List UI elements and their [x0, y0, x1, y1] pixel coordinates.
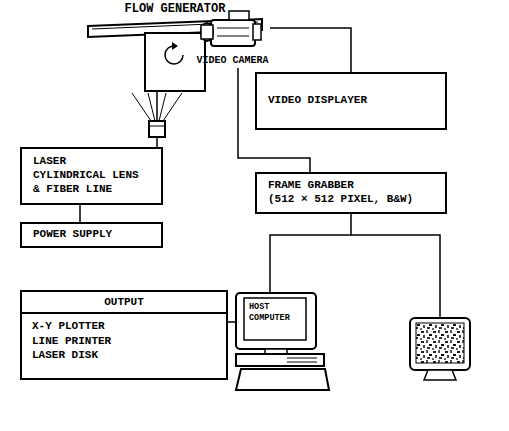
monitor-housing	[410, 318, 470, 370]
drawing-part	[236, 369, 329, 390]
box-label: POWER SUPPLY	[33, 228, 150, 242]
box-label: LASER CYLINDRICAL LENS & FIBER LINE	[33, 155, 142, 196]
drawing-part	[236, 354, 324, 366]
signal-line	[270, 28, 351, 72]
drawing-part	[217, 28, 249, 29]
monitor-screen-image	[416, 323, 464, 363]
drawing-part	[201, 25, 213, 39]
box-body: X-Y PLOTTER LINE PRINTER LASER DISK	[22, 314, 125, 367]
process-box: VIDEO DISPLAYER	[255, 72, 447, 130]
drawing-part	[229, 11, 249, 20]
drawing-part	[145, 33, 205, 91]
light-ray	[148, 93, 155, 121]
lens-line	[149, 126, 165, 127]
drawing-part	[211, 20, 255, 46]
monitor-stand	[424, 370, 456, 380]
process-box: LASER CYLINDRICAL LENS & FIBER LINE	[20, 147, 163, 205]
drawing-part	[253, 24, 261, 40]
output-box: OUTPUTX-Y PLOTTER LINE PRINTER LASER DIS…	[20, 290, 228, 380]
drawing-part	[287, 358, 317, 359]
drawing-part	[287, 362, 317, 363]
video-camera: VIDEO CAMERA	[195, 6, 270, 68]
box-label: VIDEO DISPLAYER	[268, 94, 434, 108]
process-box: FRAME GRABBER(512 × 512 PIXEL, B&W)	[255, 172, 447, 214]
signal-line	[156, 92, 158, 147]
box-heading: OUTPUT	[22, 292, 226, 314]
signal-line	[79, 205, 81, 222]
drawing-part	[201, 23, 213, 41]
signal-line	[228, 321, 235, 323]
light-ray	[132, 93, 151, 121]
signal-line	[270, 214, 351, 292]
monitor-wire	[351, 235, 440, 318]
host-computer: HOST COMPUTER	[235, 292, 330, 392]
process-box: POWER SUPPLY	[20, 222, 163, 248]
light-rays	[132, 93, 182, 121]
screen-label: HOST COMPUTER	[249, 302, 290, 323]
drawing-part	[244, 298, 306, 340]
drawing-part	[217, 36, 249, 37]
box-label: FRAME GRABBER	[268, 179, 434, 193]
box-spec: (512 × 512 PIXEL, B&W)	[268, 193, 434, 207]
drawing-part	[236, 293, 316, 349]
device-label: VIDEO CAMERA	[195, 55, 270, 67]
cylindrical-lens	[149, 121, 165, 137]
light-ray	[159, 93, 166, 121]
drawing-part	[172, 42, 178, 50]
light-ray	[163, 93, 182, 121]
